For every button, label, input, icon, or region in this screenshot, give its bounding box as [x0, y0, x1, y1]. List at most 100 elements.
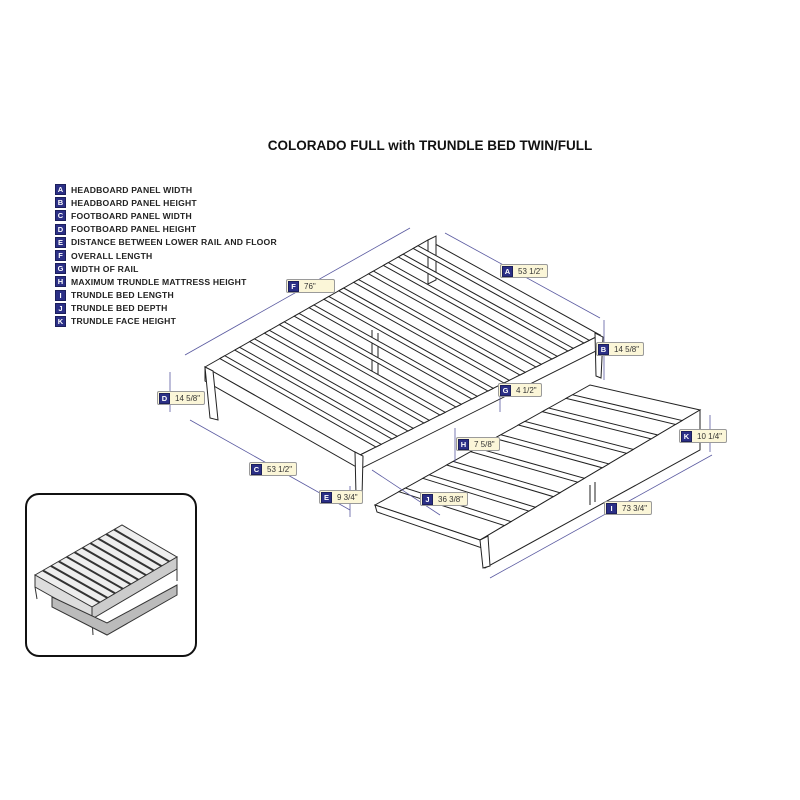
legend-label: TRUNDLE FACE HEIGHT	[71, 316, 177, 327]
letter-badge: K	[55, 315, 66, 327]
trundle-slat	[493, 434, 611, 469]
dimension-line-j	[371, 469, 441, 516]
diagram-title: COLORADO FULL with TRUNDLE BED TWIN/FULL	[267, 138, 593, 153]
bed-slat	[278, 321, 447, 416]
dimension-value: 53 1/2"	[518, 266, 544, 276]
trundle-slat	[517, 420, 635, 454]
letter-badge: K	[681, 430, 692, 442]
bed-slat	[293, 312, 463, 408]
inset-slat	[81, 546, 139, 581]
inset-slat	[113, 528, 170, 563]
legend-label: TRUNDLE BED DEPTH	[71, 303, 168, 314]
letter-badge: E	[321, 491, 332, 503]
dimension-value: 9 3/4"	[337, 492, 358, 502]
dimension-line-i	[489, 454, 713, 579]
letter-badge: A	[502, 265, 513, 277]
dimension-value: 73 3/4"	[622, 503, 648, 513]
bed-slat	[233, 346, 399, 440]
legend-label: HEADBOARD PANEL WIDTH	[71, 184, 193, 195]
inset-slat	[74, 551, 132, 586]
dimension-value: 10 1/4"	[697, 431, 723, 441]
trundle-corner	[479, 535, 491, 569]
trundle-slat	[445, 460, 562, 498]
letter-badge: B	[55, 197, 66, 209]
trundle-slat	[564, 394, 684, 425]
legend-label: HEADBOARD PANEL HEIGHT	[71, 197, 197, 208]
bed-slat	[248, 338, 415, 432]
dimension-label-c: C 53 1/2"	[249, 462, 298, 476]
dimension-value: 53 1/2"	[267, 464, 293, 474]
letter-badge: C	[251, 463, 262, 475]
legend-item: J TRUNDLE BED DEPTH	[55, 302, 277, 315]
legend-item: K TRUNDLE FACE HEIGHT	[55, 315, 277, 328]
bed-slat	[263, 329, 431, 424]
dimension-label-k: K 10 1/4"	[679, 429, 728, 443]
letter-badge: B	[598, 343, 609, 355]
inset-slat	[97, 537, 155, 572]
bed-slat	[308, 304, 479, 400]
legend-label: TRUNDLE BED LENGTH	[71, 290, 174, 301]
legend-label: FOOTBOARD PANEL WIDTH	[71, 210, 192, 221]
dimension-value: 36 3/8"	[438, 494, 464, 504]
dimension-value: 76"	[304, 281, 316, 291]
letter-badge: G	[55, 263, 66, 275]
letter-badge: E	[55, 236, 66, 248]
bed-leg	[204, 366, 219, 421]
legend-label: DISTANCE BETWEEN LOWER RAIL AND FLOOR	[71, 237, 277, 248]
letter-badge: G	[500, 384, 511, 396]
trundle-slat	[540, 407, 660, 440]
letter-badge: C	[55, 210, 66, 222]
letter-badge: F	[55, 250, 66, 262]
dimension-legend: A HEADBOARD PANEL WIDTH B HEADBOARD PANEL …	[55, 183, 277, 328]
bed-slat	[367, 270, 543, 368]
legend-item: G WIDTH OF RAIL	[55, 262, 277, 275]
bed-slat	[337, 287, 511, 384]
inset-photo-frame	[25, 493, 197, 657]
legend-label: FOOTBOARD PANEL HEIGHT	[71, 224, 197, 235]
dimension-value: 4 1/2"	[516, 385, 537, 395]
legend-item: C FOOTBOARD PANEL WIDTH	[55, 209, 277, 222]
bed-slat	[218, 355, 383, 448]
legend-label: MAXIMUM TRUNDLE MATTRESS HEIGHT	[71, 276, 247, 287]
letter-badge: A	[55, 184, 66, 196]
dimension-value: 14 5/8"	[175, 393, 201, 403]
bed-slat	[322, 295, 495, 392]
inset-slat	[105, 533, 163, 567]
dimension-value: 7 5/8"	[474, 439, 495, 449]
dimension-label-i: I 73 3/4"	[604, 501, 653, 515]
dimension-value: 14 5/8"	[614, 344, 640, 354]
bed-slat	[352, 278, 527, 376]
legend-item: D FOOTBOARD PANEL HEIGHT	[55, 223, 277, 236]
inset-slat	[66, 555, 124, 590]
letter-badge: D	[159, 392, 170, 404]
legend-item: F OVERALL LENGTH	[55, 249, 277, 262]
letter-badge: I	[55, 289, 66, 301]
inset-slat	[58, 560, 116, 595]
letter-badge: I	[606, 502, 617, 514]
legend-item: H MAXIMUM TRUNDLE MATTRESS HEIGHT	[55, 275, 277, 288]
legend-label: OVERALL LENGTH	[71, 250, 153, 261]
dimension-label-b: B 14 5/8"	[596, 342, 645, 356]
legend-label: WIDTH OF RAIL	[71, 263, 139, 274]
letter-badge: J	[55, 302, 66, 314]
legend-item: A HEADBOARD PANEL WIDTH	[55, 183, 277, 196]
legend-item: I TRUNDLE BED LENGTH	[55, 289, 277, 302]
bed-slat	[397, 253, 575, 352]
letter-badge: D	[55, 223, 66, 235]
dimension-label-g: G 4 1/2"	[498, 383, 542, 397]
inset-slat	[89, 542, 147, 577]
bed-slat	[382, 262, 559, 360]
legend-item: E DISTANCE BETWEEN LOWER RAIL AND FLOOR	[55, 236, 277, 249]
legend-item: B HEADBOARD PANEL HEIGHT	[55, 196, 277, 209]
dimension-label-d: D 14 5/8"	[157, 391, 206, 405]
inset-bed-sketch	[33, 524, 178, 636]
inset-slat	[42, 569, 101, 604]
letter-badge: H	[55, 276, 66, 288]
dimension-label-f: F 76"	[286, 279, 335, 293]
bed-slat	[412, 245, 591, 344]
dimension-label-a: A 53 1/2"	[500, 264, 549, 278]
letter-badge: F	[288, 280, 299, 292]
